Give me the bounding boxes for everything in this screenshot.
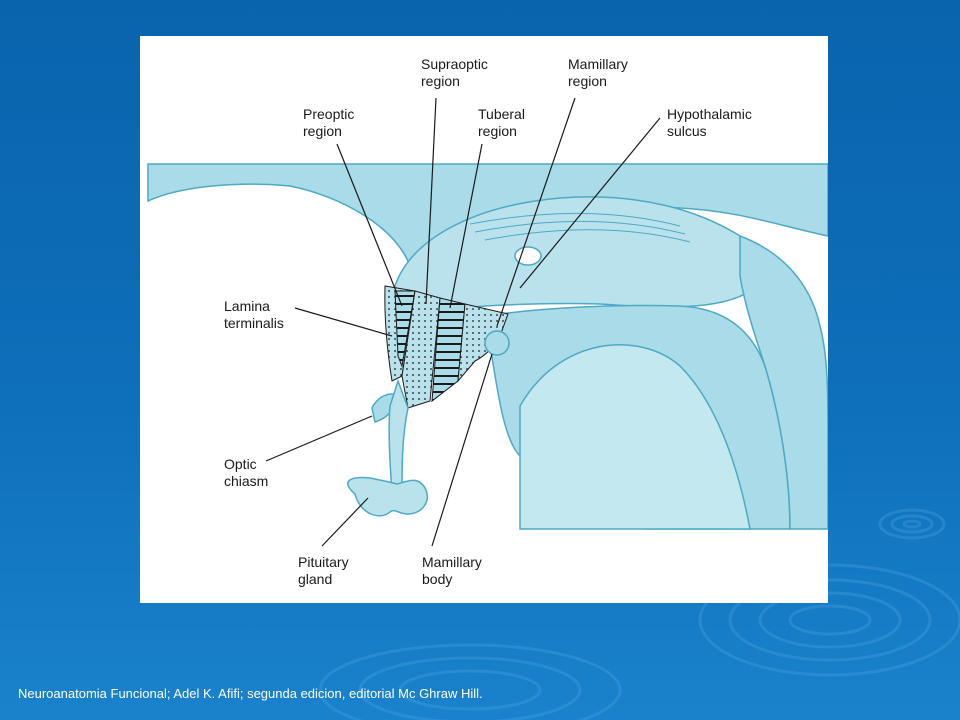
leader-optic-chiasm	[265, 415, 373, 462]
label-supraoptic-region: Supraoptic region	[421, 56, 488, 89]
interthalamic-adhesion	[514, 246, 542, 266]
leader-hypothalamic-sulcus	[519, 117, 661, 289]
label-mamillary-body: Mamillary body	[422, 554, 482, 587]
lamina-terminalis-hatch	[394, 290, 416, 368]
leader-tuberal	[449, 143, 483, 309]
label-preoptic-region: Preoptic region	[303, 106, 355, 139]
leader-mamillary-region	[496, 97, 576, 327]
label-mamillary-region: Mamillary region	[568, 56, 628, 89]
leader-lamina-terminalis	[294, 307, 393, 337]
mamillary-body-shape	[484, 330, 510, 356]
posterior-tissue	[739, 234, 828, 530]
leader-pituitary	[321, 497, 369, 547]
source-caption: Neuroanatomia Funcional; Adel K. Afifi; …	[18, 686, 483, 701]
leader-supraoptic	[425, 97, 437, 305]
leader-preoptic	[336, 143, 403, 307]
label-optic-chiasm: Optic chiasm	[224, 456, 269, 489]
supraoptic-region	[401, 290, 441, 409]
label-tuberal-region: Tuberal region	[478, 106, 525, 139]
hypothalamus-diagram	[147, 97, 828, 547]
leader-mamillary-body	[431, 353, 493, 547]
infundibulum	[388, 378, 409, 492]
cerebral-peduncle	[519, 344, 751, 530]
pituitary-shape	[347, 476, 429, 517]
label-hypothalamic-sulcus: Hypothalamic sulcus	[667, 106, 752, 139]
anatomy-figure: Supraoptic region Mamillary region Preop…	[140, 36, 828, 603]
label-lamina-terminalis: Lamina terminalis	[224, 298, 284, 331]
label-pituitary-gland: Pituitary gland	[298, 554, 349, 587]
